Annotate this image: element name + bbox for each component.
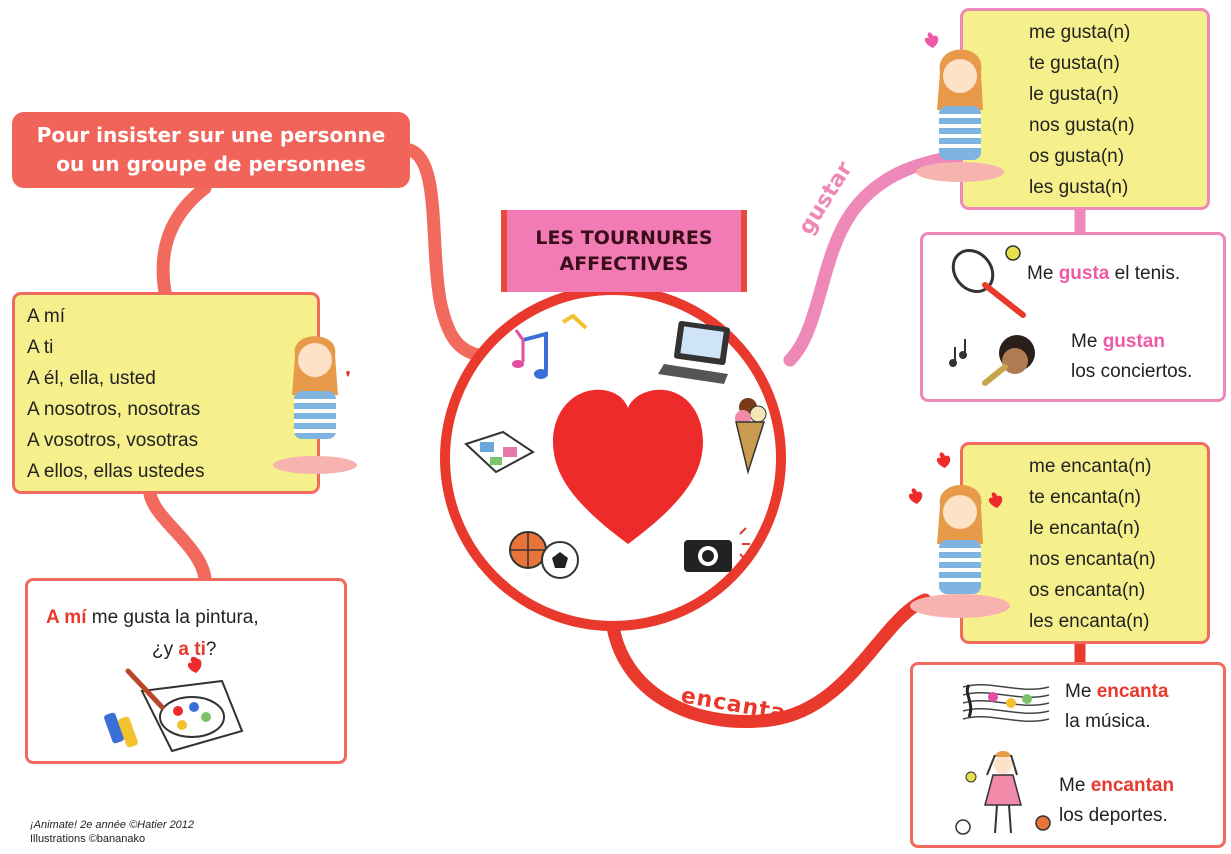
tennis-racket-icon <box>951 245 1026 318</box>
example-sentence-2: los conciertos. <box>1071 361 1193 382</box>
connector-list-example <box>143 487 212 585</box>
example-sentence: Me encantan <box>1059 775 1175 796</box>
example-sentence: Me gusta el tenis. <box>1027 263 1181 284</box>
music-notes-icon <box>512 313 588 379</box>
list-item: le encanta(n) <box>1029 518 1140 539</box>
credit-line-2: Illustrations ©bananako <box>30 833 146 845</box>
credit-line-1: ¡Animate! 2e année ©Hatier 2012 <box>30 819 195 831</box>
example-sentence: Me encanta <box>1065 681 1169 702</box>
center-circle <box>440 285 786 631</box>
musical-staff-icon <box>962 683 1050 723</box>
magazine-icon <box>464 430 535 474</box>
list-item: os encanta(n) <box>1029 580 1146 601</box>
insist-line-2: ou un groupe de personnes <box>56 152 366 176</box>
example-sentence-2: los deportes. <box>1059 805 1168 826</box>
page-title: LES TOURNURES AFFECTIVES <box>501 210 747 292</box>
connector-gustar <box>783 148 972 367</box>
list-item: te gusta(n) <box>1029 53 1120 74</box>
camera-icon <box>684 527 750 572</box>
list-item: A ellos, ellas ustedes <box>27 461 205 482</box>
example-sentence: A mí me gusta la pintura, <box>46 607 259 628</box>
girl-illustration <box>916 32 1004 182</box>
verb-highlight: encantan <box>1090 775 1175 796</box>
singer-icon <box>949 335 1035 386</box>
list-item: os gusta(n) <box>1029 146 1125 167</box>
example-sentence-2: ¿y a ti? <box>152 639 217 660</box>
list-item: le gusta(n) <box>1029 84 1119 105</box>
list-item: nos encanta(n) <box>1029 549 1156 570</box>
verb-highlight: encanta <box>1096 681 1169 702</box>
paint-palette-icon <box>104 656 244 753</box>
verb-highlight: gustan <box>1102 331 1165 352</box>
example-sentence-2: la música. <box>1065 711 1151 732</box>
pronoun-list: A mí A ti A él, ella, usted A nosotros, … <box>12 292 320 494</box>
laptop-icon <box>658 320 731 384</box>
list-item: A ti <box>27 337 54 358</box>
girl-illustration <box>908 452 1010 618</box>
insist-heading: Pour insister sur une personne ou un gro… <box>12 112 410 188</box>
list-item: les gusta(n) <box>1029 177 1129 198</box>
heart-icon <box>553 389 703 544</box>
a-mi-example: A mí me gusta la pintura, ¿y a ti? <box>25 578 347 764</box>
list-item: A vosotros, vosotras <box>27 430 199 451</box>
balls-icon <box>509 531 579 579</box>
list-item: me encanta(n) <box>1029 456 1152 477</box>
list-item: te encanta(n) <box>1029 487 1141 508</box>
connector-encantar <box>605 593 932 728</box>
list-item: A mí <box>27 306 66 327</box>
emphasis-highlight: a ti <box>178 639 206 660</box>
gustar-forms: me gusta(n) te gusta(n) le gusta(n) nos … <box>960 8 1210 210</box>
girl-illustration <box>273 336 357 474</box>
title-line-1: LES TOURNURES <box>535 227 713 249</box>
list-item: me gusta(n) <box>1029 22 1131 43</box>
encantar-examples: Me encanta la música. Me encantan los de… <box>910 662 1226 848</box>
list-item: nos gusta(n) <box>1029 115 1135 136</box>
list-item: les encanta(n) <box>1029 611 1150 632</box>
verb-highlight: gusta <box>1058 263 1110 284</box>
ice-cream-icon <box>735 398 767 475</box>
insist-line-1: Pour insister sur une personne <box>36 123 386 147</box>
list-item: A nosotros, nosotras <box>27 399 201 420</box>
list-item: A él, ella, usted <box>27 368 156 389</box>
dancer-icon <box>955 751 1051 835</box>
credit: ¡Animate! 2e année ©Hatier 2012 Illustra… <box>30 818 194 846</box>
connector-insist-list <box>156 181 212 299</box>
title-line-2: AFFECTIVES <box>559 253 689 275</box>
example-sentence: Me gustan <box>1071 331 1165 352</box>
emphasis-highlight: A mí <box>46 607 87 628</box>
connector-insist <box>403 143 485 362</box>
gustar-examples: Me gusta el tenis. Me gustan los concier… <box>920 232 1226 402</box>
